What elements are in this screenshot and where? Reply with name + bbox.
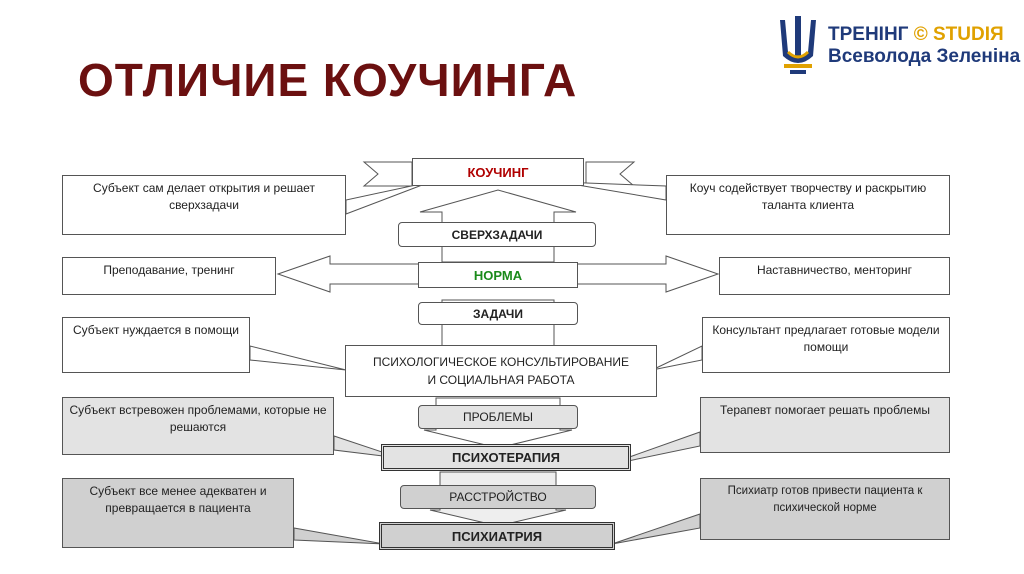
left-box-consult: Субъект нуждается в помощи — [62, 317, 250, 373]
level-norma-label: НОРМА — [473, 267, 523, 283]
coaching-ribbon — [362, 161, 413, 187]
callout-pointer-right — [611, 513, 701, 545]
level-coaching: КОУЧИНГ — [412, 158, 584, 186]
level-zadachi: ЗАДАЧИ — [418, 302, 578, 325]
callout-pointer-left — [345, 181, 431, 215]
page-title: ОТЛИЧИЕ КОУЧИНГА — [78, 54, 578, 106]
right-box-norma: Наставничество, менторинг — [719, 257, 950, 295]
logo-line-2: Всеволода Зеленіна — [828, 46, 1021, 67]
logo-line-1: ТРЕНІНГ © STUDIЯ — [828, 24, 1004, 46]
callout-pointer-left — [249, 345, 347, 371]
right-box-coaching: Коуч содействует творчеству и раскрытию … — [666, 175, 950, 235]
level-problemy: ПРОБЛЕМЫ — [418, 405, 578, 429]
left-box-norma: Преподавание, тренинг — [62, 257, 276, 295]
level-psych-consult: ПСИХОЛОГИЧЕСКОЕ КОНСУЛЬТИРОВАНИЕ И СОЦИА… — [345, 345, 657, 397]
left-box-coaching: Субъект сам делает открытия и решает све… — [62, 175, 346, 235]
logo-line-1-accent: © STUDIЯ — [913, 24, 1004, 45]
level-psychotherapy: ПСИХОТЕРАПИЯ — [381, 444, 631, 471]
level-coaching-label: КОУЧИНГ — [467, 164, 529, 180]
level-psychiatry: ПСИХИАТРИЯ — [379, 522, 615, 550]
studio-logo: ТРЕНІНГ © STUDIЯ Всеволода Зеленіна — [776, 14, 1020, 78]
level-norma: НОРМА — [418, 262, 578, 288]
right-box-therapy: Терапевт помогает решать проблемы — [700, 397, 950, 453]
right-box-psychiatry: Психиатр готов привести пациента к психи… — [700, 478, 950, 540]
level-superzadachi: СВЕРХЗАДАЧИ — [398, 222, 596, 247]
right-box-consult: Консультант предлагает готовые модели по… — [702, 317, 950, 373]
level-rasstroystvo: РАССТРОЙСТВО — [400, 485, 596, 509]
left-box-therapy: Субъект встревожен проблемами, которые н… — [62, 397, 334, 455]
left-box-psychiatry: Субъект все менее адекватен и превращает… — [62, 478, 294, 548]
trident-emblem-icon — [780, 16, 816, 74]
coaching-ribbon — [585, 161, 636, 187]
callout-pointer-left — [293, 527, 385, 545]
callout-pointer-right — [651, 345, 703, 371]
logo-line-1-main: ТРЕНІНГ — [828, 24, 909, 45]
